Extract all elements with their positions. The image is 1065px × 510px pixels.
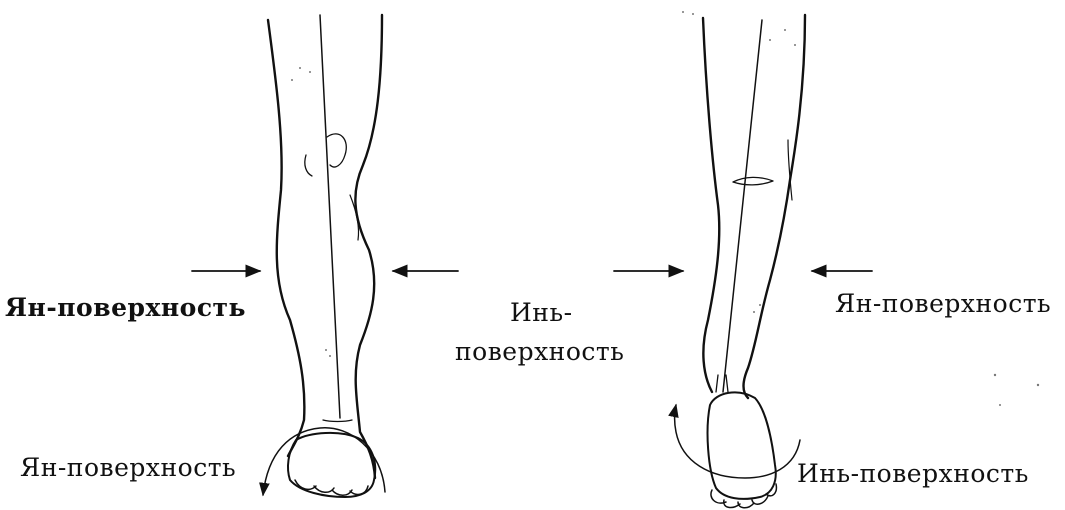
label-left-yang-surface: Ян-поверхность xyxy=(5,293,246,323)
left-leg-inner-contour xyxy=(355,15,382,478)
right-foot xyxy=(708,392,776,499)
right-heel-lines xyxy=(716,375,728,392)
left-toes xyxy=(295,480,368,495)
left-leg-axis-line xyxy=(320,15,340,418)
label-foot-yang-surface: Ян-поверхность xyxy=(20,453,236,483)
right-leg-inner-contour xyxy=(744,15,806,398)
label-right-yang-surface: Ян-поверхность xyxy=(835,289,1051,319)
speckles xyxy=(291,11,1039,406)
left-knee-crease xyxy=(305,155,312,176)
left-leg-outer-contour xyxy=(268,20,304,456)
label-center-yin-surface-line2: поверхность xyxy=(455,337,624,367)
right-leg-drawing xyxy=(675,15,806,508)
left-leg-shin-line xyxy=(323,420,352,422)
label-foot-yin-surface: Инь-поверхность xyxy=(797,459,1029,489)
left-foot-rotation-arc xyxy=(263,428,385,495)
right-foot-rotation-arc xyxy=(675,405,801,478)
label-center-yin-surface-line1: Инь- xyxy=(510,298,573,328)
right-toes xyxy=(711,484,776,508)
right-knee-mark xyxy=(733,177,773,185)
left-knee-cap xyxy=(327,134,346,167)
left-leg-drawing xyxy=(263,15,385,497)
right-leg-outer-contour xyxy=(703,18,719,392)
